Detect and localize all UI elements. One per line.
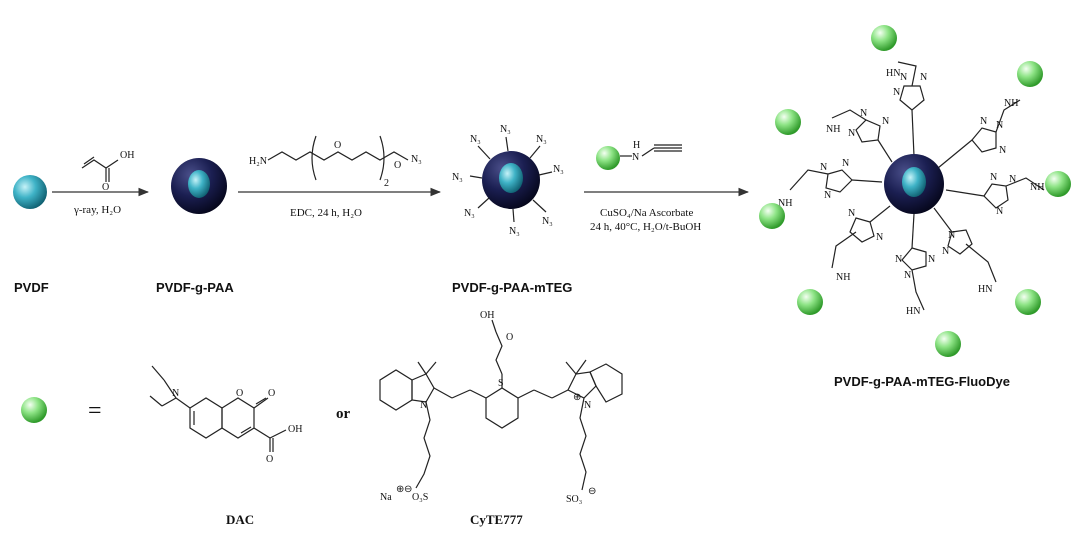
cyte-plus: ⊕: [573, 392, 581, 403]
condition-step3-line1: CuSO₄/Na Ascorbate: [600, 207, 693, 219]
pvdf-paa-mteg-particle: [469, 136, 553, 223]
azide-7: N₃: [464, 208, 475, 219]
label-pvdf-paa: PVDF-g-PAA: [156, 280, 234, 295]
equals-sign: =: [88, 398, 102, 424]
cyte-na: Na: [380, 492, 392, 503]
cyte-o: O: [506, 332, 513, 343]
svg-text:N: N: [895, 254, 902, 265]
cyte-so3-minus: ⊖: [588, 486, 596, 497]
condition-step2: EDC, 24 h, H₂O: [290, 207, 362, 219]
svg-text:N: N: [948, 230, 955, 241]
cyte777-structure: [379, 319, 623, 491]
svg-text:N: N: [842, 158, 849, 169]
dye-spheres: [759, 25, 1071, 357]
svg-text:N: N: [860, 108, 867, 119]
svg-text:N₃: N₃: [411, 154, 422, 165]
svg-text:H: H: [633, 140, 640, 151]
legend-dye-sphere: [21, 397, 47, 423]
cyte-o3s: O₃S: [412, 492, 428, 503]
svg-text:O: O: [334, 140, 341, 151]
svg-text:N: N: [942, 246, 949, 257]
svg-text:O: O: [102, 182, 109, 193]
svg-text:HN: HN: [978, 284, 992, 295]
svg-text:N: N: [904, 270, 911, 281]
pvdf-paa-particle: [171, 158, 227, 214]
label-cyte777: CyTE777: [470, 512, 523, 527]
label-pvdf: PVDF: [14, 280, 49, 295]
azide-8: N₃: [452, 172, 463, 183]
svg-text:N: N: [999, 145, 1006, 156]
svg-text:N: N: [893, 87, 900, 98]
svg-text:NH: NH: [1004, 98, 1018, 109]
svg-text:NH: NH: [836, 272, 850, 283]
svg-text:N: N: [928, 254, 935, 265]
triazole-arms: [789, 61, 1045, 311]
cyte-n-left: N: [420, 400, 427, 411]
azide-2: N₃: [500, 124, 511, 135]
dac-o-acid: O: [266, 454, 273, 465]
dac-n: N: [172, 388, 179, 399]
svg-text:N: N: [848, 208, 855, 219]
label-dac: DAC: [226, 512, 254, 527]
svg-text:O: O: [394, 160, 401, 171]
label-pvdf-paa-mteg-fluodye: PVDF-g-PAA-mTEG-FluoDye: [834, 374, 1010, 389]
svg-text:N: N: [990, 172, 997, 183]
condition-step3-line2: 24 h, 40°C, H₂O/t-BuOH: [590, 221, 701, 233]
svg-text:N: N: [820, 162, 827, 173]
svg-text:N: N: [848, 128, 855, 139]
amino-teg-azide-structure: H₂N 2 O O N₃: [249, 135, 422, 189]
triazole-n-labels: N N N N N N N N N N N N N N N N N N N N …: [820, 72, 1016, 281]
azide-6: N₃: [509, 226, 520, 237]
acrylic-acid-structure: OH O: [81, 150, 134, 193]
svg-text:N: N: [980, 116, 987, 127]
svg-text:N: N: [632, 152, 639, 163]
dac-o-ring: O: [236, 388, 243, 399]
svg-text:NH: NH: [826, 124, 840, 135]
svg-text:N: N: [996, 120, 1003, 131]
amine-linkers: HN NH NH HN HN NH NH NH: [778, 68, 1044, 317]
azide-3: N₃: [536, 134, 547, 145]
cyte-oh: OH: [480, 310, 494, 321]
azide-5: N₃: [542, 216, 553, 227]
cyte-na-minus: ⊖: [404, 484, 412, 495]
azide-1: N₃: [470, 134, 481, 145]
svg-text:N: N: [996, 206, 1003, 217]
svg-text:N: N: [824, 190, 831, 201]
svg-text:2: 2: [384, 178, 389, 189]
or-word: or: [336, 406, 351, 422]
svg-text:N: N: [1009, 174, 1016, 185]
svg-text:NH: NH: [1030, 182, 1044, 193]
azide-4: N₃: [553, 164, 564, 175]
svg-text:NH: NH: [778, 198, 792, 209]
alkyne-dye-reagent: N H: [596, 140, 682, 170]
condition-step1: γ-ray, H₂O: [73, 204, 121, 216]
svg-text:HN: HN: [906, 306, 920, 317]
cyte-na-plus: ⊕: [396, 484, 404, 495]
dac-o-carbonyl: O: [268, 388, 275, 399]
svg-text:HN: HN: [886, 68, 900, 79]
label-pvdf-paa-mteg: PVDF-g-PAA-mTEG: [452, 280, 572, 295]
svg-text:N: N: [900, 72, 907, 83]
fluodye-particle: N N N N N N N N N N N N N N N N N N N N …: [759, 25, 1071, 357]
svg-text:OH: OH: [120, 150, 134, 161]
dac-oh: OH: [288, 424, 302, 435]
svg-text:N: N: [882, 116, 889, 127]
svg-text:N: N: [920, 72, 927, 83]
cyte-s: S: [498, 378, 504, 389]
pvdf-bead: [13, 175, 47, 209]
cyte-n-right: N: [584, 400, 591, 411]
dac-structure: [149, 365, 287, 452]
svg-text:N: N: [876, 232, 883, 243]
svg-text:H₂N: H₂N: [249, 156, 267, 167]
cyte-so3: SO₃: [566, 494, 582, 505]
